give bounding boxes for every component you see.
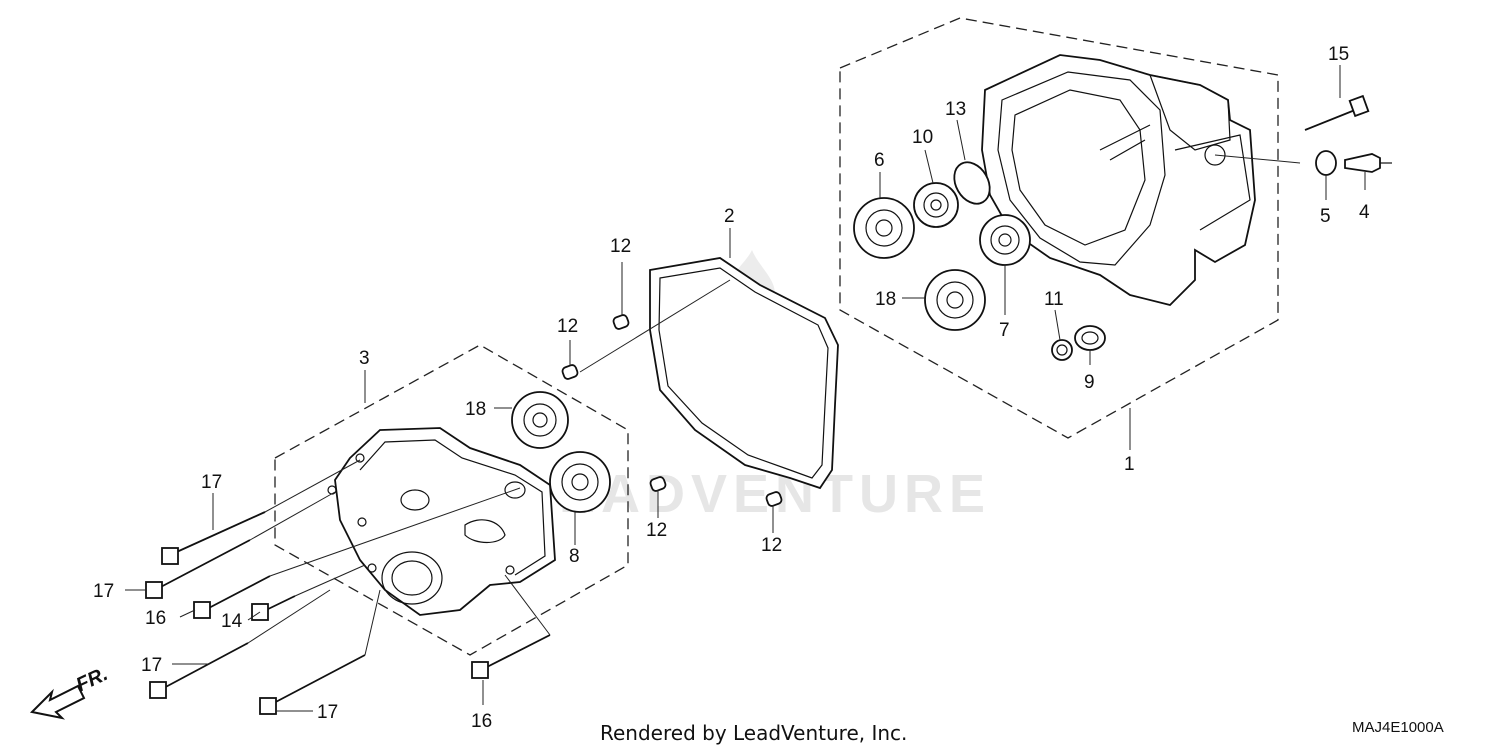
callout-12: 12: [610, 236, 631, 257]
gasket-part: [649, 257, 839, 490]
bolt-17: [149, 642, 249, 699]
callout-17: 17: [141, 655, 162, 676]
assembly-3-boundary: [274, 344, 629, 656]
callout-1: 1: [1124, 454, 1135, 475]
rendered-by-credit: Rendered by LeadVenture, Inc.: [600, 721, 907, 745]
callout-15: 15: [1328, 44, 1349, 65]
transmission-case-part: [981, 54, 1256, 306]
callout-14: 14: [221, 611, 243, 632]
bolt-16: [193, 575, 271, 619]
needle-bearing-9: [1074, 325, 1106, 351]
bolt-17: [161, 511, 266, 565]
callout-17: 17: [317, 702, 338, 723]
bolt-15: [1304, 94, 1370, 131]
callout-12: 12: [557, 316, 578, 337]
bearing-18-lower: [511, 391, 569, 449]
oil-seal-11: [1051, 339, 1073, 361]
side-cover-part: [327, 427, 556, 616]
callout-11: 11: [1044, 289, 1064, 310]
callout-2: 2: [724, 206, 735, 227]
washer-5: [1315, 150, 1337, 176]
callout-16: 16: [471, 711, 492, 732]
callout-7: 7: [999, 320, 1010, 341]
callout-16: 16: [145, 608, 166, 629]
callout-6: 6: [874, 150, 885, 171]
diagram-code: MAJ4E1000A: [1352, 719, 1444, 736]
bolt-17: [259, 654, 366, 715]
callout-9: 9: [1084, 372, 1095, 393]
callout-leaders: [125, 65, 1366, 712]
callout-12: 12: [761, 535, 782, 556]
callout-8: 8: [569, 546, 580, 567]
bearing-18-upper: [924, 269, 986, 331]
callout-18: 18: [875, 289, 896, 310]
dowel-pin-12: [649, 476, 667, 492]
callout-17: 17: [201, 472, 222, 493]
callout-4: 4: [1359, 202, 1370, 223]
bolt-16: [471, 634, 551, 679]
guide-lines: [247, 154, 1301, 656]
callout-18: 18: [465, 399, 486, 420]
assembly-1-boundary: [839, 17, 1279, 439]
callout-5: 5: [1320, 206, 1331, 227]
callout-12: 12: [646, 520, 667, 541]
bearing-8: [549, 451, 611, 513]
front-direction-indicator: FR.: [29, 663, 111, 720]
front-arrow-icon: [29, 684, 86, 720]
callout-13: 13: [945, 99, 966, 120]
dowel-pin-12: [561, 364, 579, 380]
snap-ring-13: [953, 161, 991, 205]
dowel-pin-12: [612, 314, 630, 330]
callout-3: 3: [359, 348, 370, 369]
dowel-pin-12: [765, 491, 783, 507]
callout-10: 10: [912, 127, 933, 148]
switch-4: [1344, 153, 1392, 173]
callout-labels: 1 2 3 4 5 6 7 8 9 10 11 12 12 12 12 13 1…: [93, 44, 1370, 732]
bearing-10: [913, 182, 959, 228]
bearing-7: [979, 214, 1031, 266]
callout-17: 17: [93, 581, 114, 602]
bearing-6: [853, 197, 915, 259]
